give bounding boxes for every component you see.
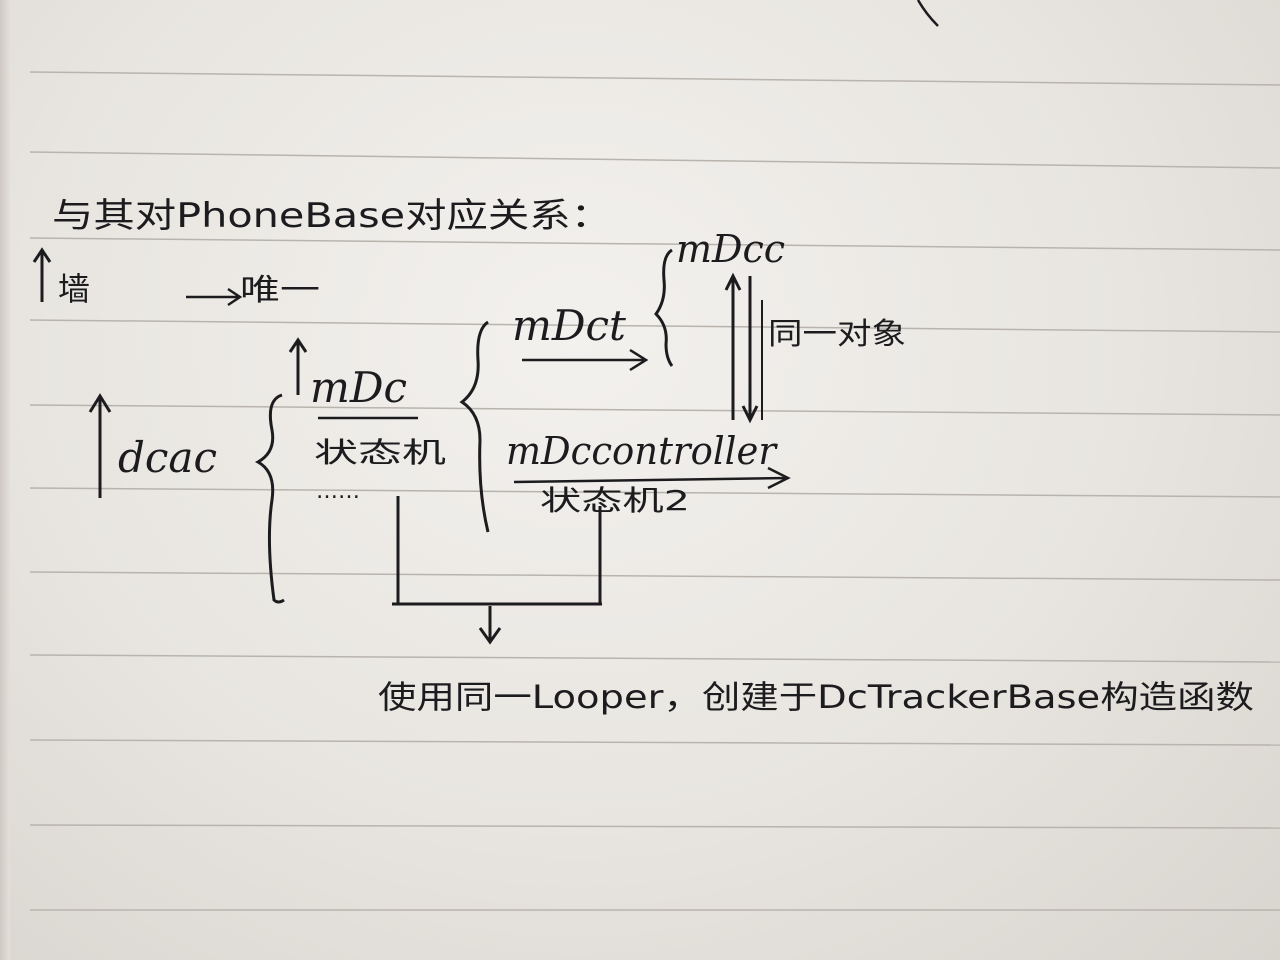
- mdccontroller-group: mDccontroller 状态机2: [506, 429, 788, 517]
- dcac-group: dcac: [90, 395, 284, 602]
- only-label: 唯一: [240, 273, 320, 308]
- ruled-line: [30, 320, 1280, 332]
- right-brace: [656, 250, 672, 366]
- ruled-line: [30, 825, 1280, 828]
- ruled-line: [30, 405, 1280, 415]
- ruled-line: [30, 655, 1280, 662]
- ruled-line: [30, 910, 1280, 911]
- looper-connector: [392, 496, 602, 642]
- wall-row: 墙 唯一: [34, 250, 320, 308]
- left-brace: [258, 395, 284, 602]
- ruled-line: [30, 740, 1280, 745]
- up-arrow-icon: [90, 396, 110, 498]
- mdccontroller-label: mDccontroller: [506, 429, 779, 473]
- ruled-line: [30, 72, 1280, 85]
- mdcc-group: mDcc 同一对象: [676, 227, 906, 420]
- mdcc-label: mDcc: [676, 227, 785, 271]
- down-arrow-icon: [743, 276, 757, 420]
- mdct-group: mDct: [512, 301, 646, 370]
- right-arrow-icon: [186, 289, 240, 305]
- up-arrow-icon: [34, 250, 50, 302]
- down-arrow-icon: [480, 606, 500, 642]
- ruled-line: [30, 152, 1280, 168]
- state-machine-label: 状态机: [314, 436, 446, 469]
- ruled-line: [30, 238, 1280, 250]
- dcac-label: dcac: [118, 433, 217, 482]
- right-arrow-icon: [522, 350, 646, 370]
- mdc-group: mDc 状态机 ……: [290, 340, 446, 504]
- footer-note: 使用同一Looper，创建于DcTrackerBase构造函数: [378, 678, 1254, 716]
- state-machine-2-label: 状态机2: [540, 484, 690, 517]
- heading-text: 与其对PhoneBase对应关系：: [52, 196, 612, 236]
- stray-pen-stroke: [918, 0, 938, 26]
- same-object-label: 同一对象: [768, 317, 906, 352]
- ellipsis-label: ……: [316, 479, 360, 504]
- up-arrow-icon: [726, 276, 740, 420]
- mdc-label: mDc: [310, 363, 407, 412]
- mdct-label: mDct: [512, 301, 626, 350]
- wall-label: 墙: [58, 270, 90, 308]
- ruled-line: [30, 572, 1280, 580]
- middle-brace: [462, 322, 488, 532]
- up-arrow-icon: [290, 340, 306, 395]
